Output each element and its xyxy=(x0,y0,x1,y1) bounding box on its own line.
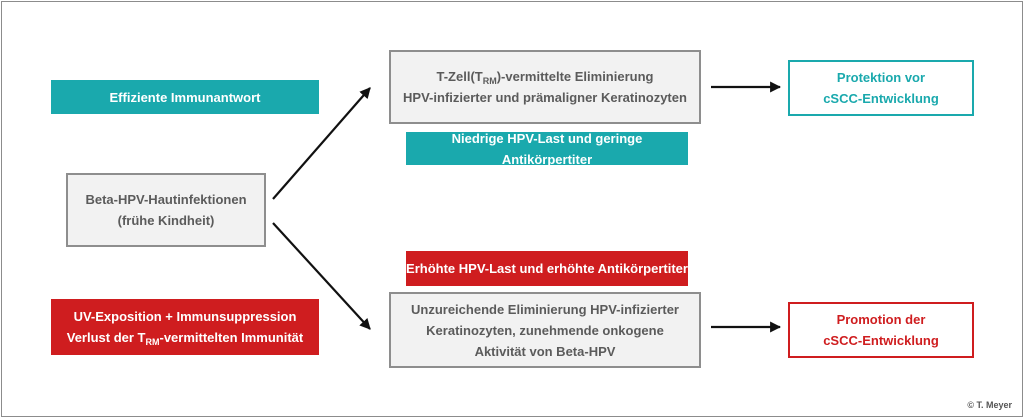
immune-response-label: Effiziente Immunantwort xyxy=(109,89,261,105)
uv-line2-post: -vermittelten Immunität xyxy=(159,330,304,345)
arrow-to-lower-mechanism xyxy=(272,222,371,330)
upper-mechanism-box: T-Zell(TRM)-vermittelte Eliminierung HPV… xyxy=(389,50,701,124)
upper-line1-pre: T-Zell(T xyxy=(436,69,483,84)
lower-mechanism-line2: Keratinozyten, zunehmende onkogene xyxy=(426,322,664,338)
promotion-line1: Promotion der xyxy=(836,312,926,327)
arrow-to-upper-mechanism xyxy=(272,87,371,200)
lower-mechanism-line1: Unzureichende Eliminierung HPV-infiziert… xyxy=(411,301,679,317)
lower-mechanism-box: Unzureichende Eliminierung HPV-infiziert… xyxy=(389,292,701,368)
protection-outcome-box: Protektion vor cSCC-Entwicklung xyxy=(788,60,974,116)
upper-mechanism-line2: HPV-infizierter und prämaligner Keratino… xyxy=(403,90,687,105)
infection-line1: Beta-HPV-Hautinfektionen xyxy=(85,192,247,207)
high-load-marker-box: Erhöhte HPV-Last und erhöhte Antikörpert… xyxy=(406,251,688,286)
upper-line1-post: )-vermittelte Eliminierung xyxy=(496,69,654,84)
lower-mechanism-line3: Aktivität von Beta-HPV xyxy=(474,343,616,359)
uv-line2-sub: RM xyxy=(145,337,160,347)
immune-response-box: Effiziente Immunantwort xyxy=(51,80,319,114)
protection-line1: Protektion vor xyxy=(836,70,926,85)
promotion-line2: cSCC-Entwicklung xyxy=(823,333,939,348)
infection-line2: (frühe Kindheit) xyxy=(117,213,215,228)
promotion-outcome-box: Promotion der cSCC-Entwicklung xyxy=(788,302,974,358)
copyright-note: © T. Meyer xyxy=(967,400,1012,410)
upper-line1-sub: RM xyxy=(482,76,497,86)
infection-box: Beta-HPV-Hautinfektionen (frühe Kindheit… xyxy=(66,173,266,247)
low-load-marker-label: Niedrige HPV-Last und geringe Antikörper… xyxy=(451,130,643,167)
uv-exposure-line1: UV-Exposition + Immunsuppression xyxy=(73,309,297,324)
upper-mechanism-line1: T-Zell(TRM)-vermittelte Eliminierung xyxy=(403,66,687,87)
high-load-marker-label: Erhöhte HPV-Last und erhöhte Antikörpert… xyxy=(406,261,688,276)
uv-exposure-box: UV-Exposition + Immunsuppression Verlust… xyxy=(51,299,319,355)
protection-line2: cSCC-Entwicklung xyxy=(823,91,939,106)
uv-line2-pre: Verlust der T xyxy=(66,330,146,345)
uv-exposure-line2: Verlust der TRM-vermittelten Immunität xyxy=(67,327,304,348)
low-load-marker-box: Niedrige HPV-Last und geringe Antikörper… xyxy=(406,131,688,167)
